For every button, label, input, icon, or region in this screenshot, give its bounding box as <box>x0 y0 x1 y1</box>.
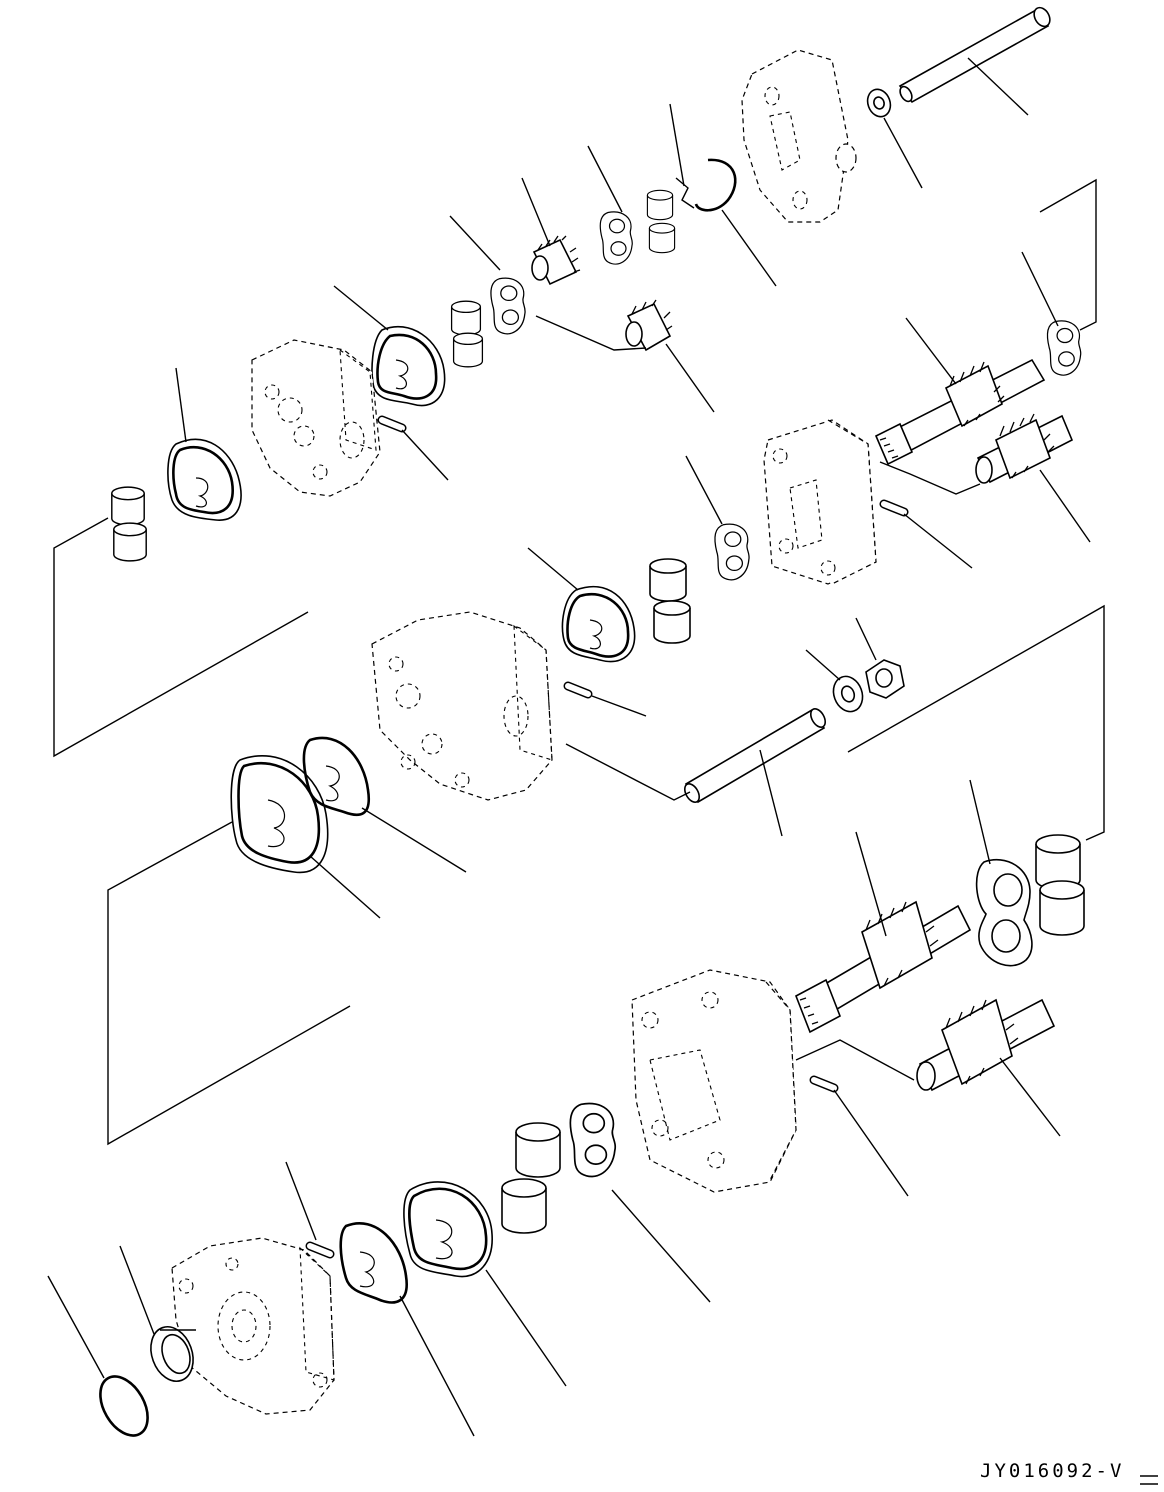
stud-bolt <box>683 708 827 804</box>
corner-mark <box>1140 1475 1158 1485</box>
leader-gasket-upper <box>333 285 389 331</box>
center-body-lower <box>631 969 797 1193</box>
oil-seal <box>150 1326 196 1382</box>
bracket-right-upper <box>1039 178 1097 331</box>
gasket-mid <box>561 585 636 663</box>
bracket-right-middle <box>847 604 1105 841</box>
leader-snap-ring-lower <box>47 1275 105 1379</box>
washer-mid <box>832 675 864 713</box>
bush-mid-a <box>649 558 687 602</box>
gasket-upper <box>371 325 446 407</box>
bush-upper-a <box>450 300 482 336</box>
dowel-pin-lower-right <box>814 1080 834 1088</box>
side-plate-right <box>1046 320 1082 376</box>
bush-left-b <box>113 522 147 562</box>
leader-plate-upper <box>449 215 501 271</box>
leader-washer-mid <box>805 649 841 681</box>
bush-upper-b <box>452 332 484 368</box>
dowel-pin-lower-left <box>310 1246 330 1254</box>
group-line-driven-upper <box>879 461 981 495</box>
leader-drive-shaft-upper <box>905 317 957 385</box>
leader-gasket-double-left <box>309 855 381 919</box>
front-cover <box>171 1237 335 1415</box>
bush-lower-b <box>501 1178 547 1234</box>
side-plate-lower <box>569 1102 617 1178</box>
leader-pin-upper <box>401 429 449 481</box>
leader-small-driven-gear <box>665 343 715 413</box>
drawing-code: JY016092-V <box>980 1460 1125 1482</box>
leader-stud-bolt <box>759 749 783 837</box>
dowel-pin-mid <box>568 686 588 694</box>
spring-clip <box>675 177 695 209</box>
leader-snap-ring-top <box>721 209 777 287</box>
washer-top <box>866 88 892 118</box>
leader-nut <box>855 617 877 661</box>
hex-nut <box>865 659 905 699</box>
leader-pin-mid <box>591 695 647 717</box>
dowel-pin-upper <box>382 420 402 428</box>
dowel-pin-right <box>884 504 904 512</box>
gasket-single-lower <box>339 1222 408 1304</box>
bush-top-a <box>646 189 674 221</box>
leader-gasket-double-lower <box>485 1269 567 1387</box>
leader-driven-gear-upper <box>1039 469 1091 543</box>
bush-top-b <box>648 222 676 254</box>
group-line-stud <box>565 743 691 801</box>
driven-gear-upper <box>975 413 1074 484</box>
leader-gasket-mid <box>527 547 579 591</box>
gasket-double-left <box>230 755 329 874</box>
gasket-single-left <box>302 736 371 817</box>
side-plate-lower-right <box>975 858 1033 967</box>
gasket-double-lower <box>403 1181 493 1278</box>
rear-cover <box>741 49 857 223</box>
leader-gasket-left-upper <box>175 367 187 443</box>
driven-gear-lower <box>916 998 1056 1092</box>
leader-gasket-single-left <box>361 807 467 873</box>
middle-housing <box>371 611 553 801</box>
group-line-driven-lower <box>795 1039 915 1081</box>
group-line-gear <box>535 315 647 351</box>
side-plate-top <box>599 211 633 265</box>
leader-plate-lower <box>611 1189 711 1303</box>
leader-gasket-single-lower <box>399 1295 475 1437</box>
bush-mid-b <box>653 600 691 644</box>
snap-ring-top <box>694 158 737 212</box>
drive-shaft-lower <box>794 900 972 1034</box>
leader-washer-top <box>883 117 923 189</box>
small-drive-gear <box>531 235 581 286</box>
bush-lower-right-b <box>1039 880 1085 936</box>
bush-lower-a <box>515 1122 561 1178</box>
gasket-left-upper <box>167 438 242 521</box>
leader-drive-shaft-lower <box>855 831 887 937</box>
leader-pin-right <box>903 513 973 569</box>
side-plate-mid <box>714 523 750 581</box>
drive-shaft-upper <box>874 358 1046 466</box>
leader-pin-lower-right <box>833 1089 909 1197</box>
center-body-upper <box>763 419 877 585</box>
side-plate-upper <box>490 277 526 335</box>
leader-plate-right <box>1021 251 1059 327</box>
leader-plate-lower-right <box>969 779 991 865</box>
leader-plate-top <box>587 145 623 213</box>
snap-ring-lower <box>99 1375 149 1437</box>
bush-left-a <box>111 486 145 526</box>
long-bolt <box>898 6 1051 104</box>
leader-driven-gear-lower <box>999 1057 1061 1137</box>
leader-oil-seal <box>119 1245 155 1335</box>
leader-pin-lower-left <box>285 1161 317 1241</box>
leader-bolt <box>967 57 1029 116</box>
leader-small-gear <box>521 177 551 247</box>
small-driven-gear <box>625 299 673 352</box>
leader-spring-clip <box>669 103 685 187</box>
bracket-left-upper <box>53 517 309 758</box>
front-housing-upper <box>251 339 381 497</box>
leader-plate-mid <box>685 455 723 525</box>
bracket-left-middle <box>107 821 351 1146</box>
